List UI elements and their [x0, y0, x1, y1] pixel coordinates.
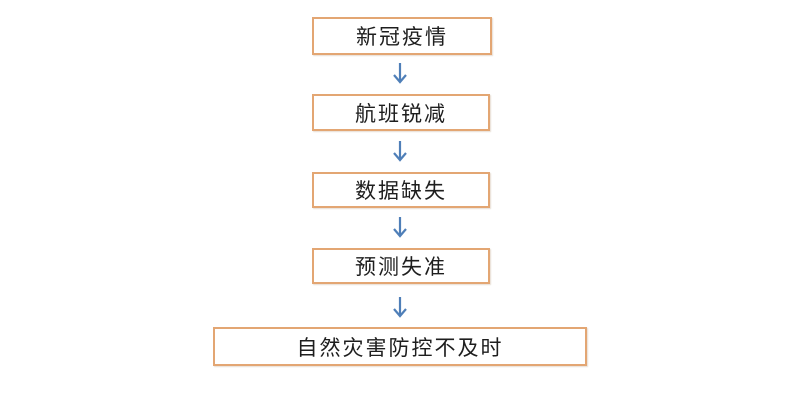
down-arrow-icon — [393, 63, 407, 84]
node-label: 新冠疫情 — [356, 25, 448, 49]
node-label: 自然灾害防控不及时 — [296, 335, 504, 360]
node-label: 航班锐减 — [355, 101, 447, 126]
node-covid-epidemic: 新冠疫情 — [312, 17, 492, 55]
down-arrow-icon — [393, 141, 407, 162]
node-label: 预测失准 — [355, 255, 447, 279]
node-disaster-prevention-delayed: 自然灾害防控不及时 — [213, 327, 587, 366]
down-arrow-icon — [393, 297, 407, 318]
node-data-missing: 数据缺失 — [312, 172, 490, 208]
down-arrow-icon — [393, 217, 407, 238]
node-forecast-inaccurate: 预测失准 — [312, 248, 490, 284]
node-label: 数据缺失 — [355, 179, 447, 203]
node-flight-reduction: 航班锐减 — [312, 94, 490, 131]
